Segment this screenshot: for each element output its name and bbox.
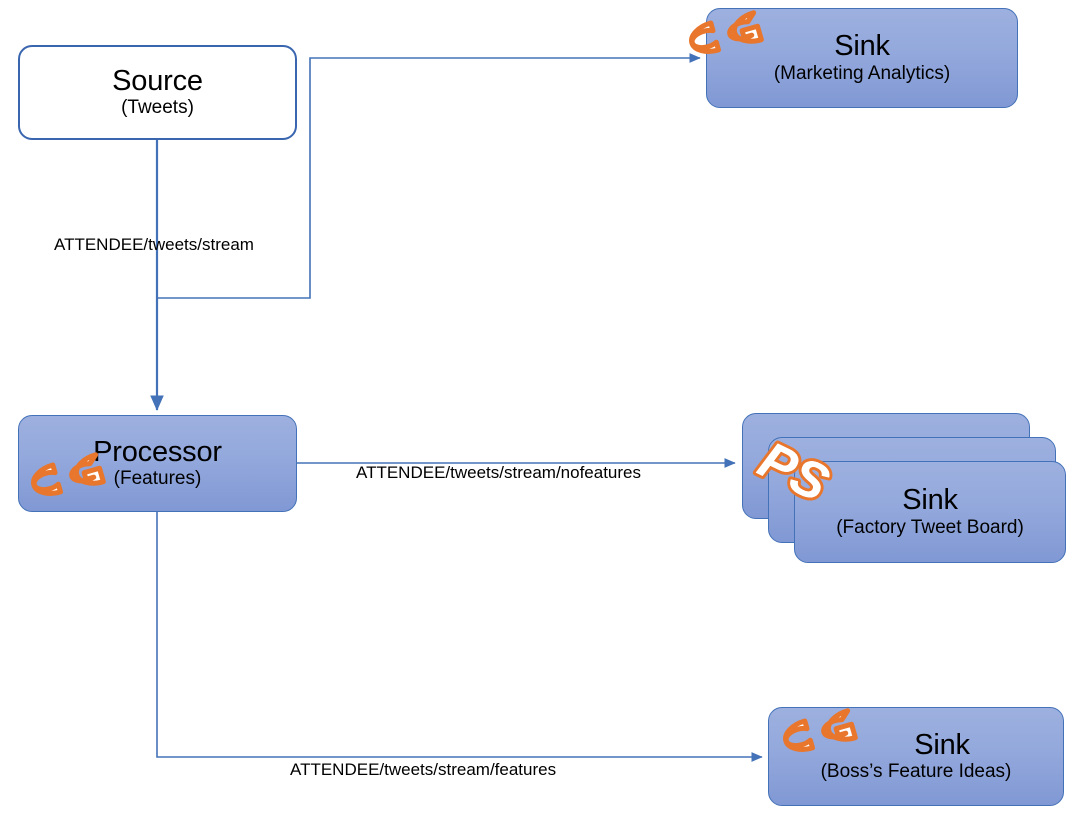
- node-sink-boss[interactable]: Sink (Boss’s Feature Ideas): [768, 707, 1064, 806]
- node-sink-factory-title: Sink: [902, 484, 958, 517]
- node-source[interactable]: Source (Tweets): [18, 45, 297, 140]
- node-sink-boss-subtitle: (Boss’s Feature Ideas): [820, 761, 1012, 783]
- node-source-title: Source: [112, 64, 203, 97]
- node-source-subtitle: (Tweets): [121, 97, 194, 119]
- node-processor-title: Processor: [93, 435, 222, 468]
- node-sink-marketing-subtitle: (Marketing Analytics): [773, 62, 951, 84]
- node-processor[interactable]: Processor (Features): [18, 415, 297, 512]
- node-sink-factory-subtitle: (Factory Tweet Board): [836, 516, 1024, 538]
- node-sink-marketing-title: Sink: [834, 30, 890, 63]
- edge-label-features: ATTENDEE/tweets/stream/features: [290, 760, 557, 779]
- edge-label-nofeatures: ATTENDEE/tweets/stream/nofeatures: [356, 463, 642, 482]
- wire-processor-to-boss: [156, 512, 763, 762]
- node-sink-factory[interactable]: Sink (Factory Tweet Board): [794, 461, 1066, 563]
- node-sink-boss-title: Sink: [914, 728, 970, 761]
- node-processor-subtitle: (Features): [113, 468, 202, 490]
- node-sink-marketing[interactable]: Sink (Marketing Analytics): [706, 8, 1018, 108]
- edge-label-stream: ATTENDEE/tweets/stream: [54, 235, 254, 254]
